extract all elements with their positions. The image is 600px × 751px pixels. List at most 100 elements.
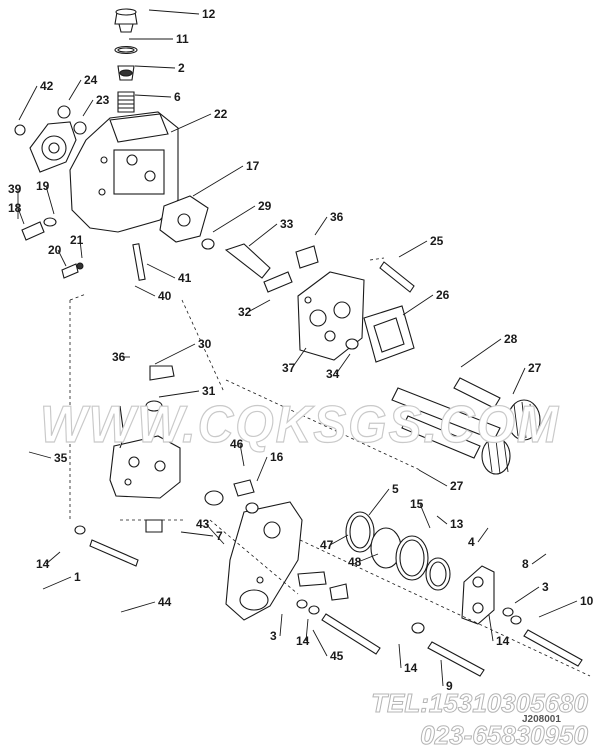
- callout-leader: [477, 527, 489, 543]
- callout-30: 30: [198, 337, 212, 351]
- callout-leader: [212, 205, 256, 233]
- alignment-lines: [69, 257, 591, 677]
- callout-48: 48: [348, 555, 362, 569]
- callout-25: 25: [430, 234, 444, 248]
- callout-36: 36: [112, 350, 126, 364]
- callout-leader: [146, 263, 176, 279]
- callout-12: 12: [202, 7, 216, 21]
- callout-leader: [368, 488, 390, 516]
- callout-37: 37: [282, 361, 296, 375]
- callout-leader: [68, 79, 82, 101]
- watermark-text: WWW.CQKSGS.COM: [40, 396, 560, 454]
- callout-leader: [512, 367, 526, 395]
- end-plate: [461, 565, 522, 625]
- callout-leader: [154, 343, 196, 365]
- callout-leader: [158, 390, 200, 398]
- callout-26: 26: [436, 288, 450, 302]
- callout-leader: [45, 551, 61, 565]
- callout-leader: [180, 531, 214, 537]
- callout-31: 31: [202, 384, 216, 398]
- callout-leader: [120, 601, 156, 613]
- footer-tel: TEL:15310305680: [371, 688, 588, 718]
- callout-28: 28: [504, 332, 518, 346]
- callout-leader: [17, 207, 25, 225]
- callout-leader: [57, 249, 67, 267]
- callout-22: 22: [214, 107, 228, 121]
- callout-9: 9: [446, 679, 453, 693]
- gears-and-shafts: [391, 387, 541, 475]
- pump-housing: [69, 111, 179, 233]
- callout-3: 3: [270, 629, 277, 643]
- corner-code: J208001: [522, 714, 561, 725]
- lower-housing: [109, 365, 181, 533]
- pins-and-gasket: [363, 261, 501, 409]
- callout-leader: [402, 294, 434, 316]
- callout-46: 46: [230, 437, 244, 451]
- callout-41: 41: [178, 271, 192, 285]
- callout-18: 18: [8, 201, 22, 215]
- callout-14: 14: [496, 634, 510, 648]
- callout-10: 10: [580, 594, 594, 608]
- callout-34: 34: [326, 367, 340, 381]
- callout-13: 13: [450, 517, 464, 531]
- callout-11: 11: [176, 32, 189, 46]
- callout-7: 7: [216, 529, 223, 543]
- callout-4: 4: [468, 535, 475, 549]
- callout-leader: [256, 456, 268, 482]
- callout-27: 27: [528, 361, 542, 375]
- callout-leader: [531, 553, 547, 565]
- filler-plug-stack: [114, 8, 138, 113]
- gear-cover-plate: [297, 271, 365, 361]
- callout-leader: [440, 659, 444, 687]
- callout-32: 32: [238, 305, 252, 319]
- callout-leader: [436, 515, 448, 525]
- seal-rings: [345, 511, 451, 591]
- callout-44: 44: [158, 595, 172, 609]
- callout-leader: [170, 113, 212, 133]
- callout-1: 1: [74, 570, 81, 584]
- callout-leader: [79, 239, 83, 259]
- part-drawings: [14, 8, 591, 677]
- callout-leader: [192, 165, 244, 197]
- callout-leader: [357, 553, 379, 563]
- callout-19: 19: [36, 179, 50, 193]
- leader-lines: [17, 9, 578, 687]
- callout-leader: [514, 586, 540, 604]
- callout-14: 14: [36, 557, 50, 571]
- callout-leader: [312, 629, 328, 657]
- callout-39: 39: [8, 182, 22, 196]
- bolts: [74, 525, 583, 677]
- callout-17: 17: [246, 159, 260, 173]
- callout-leader: [329, 534, 349, 546]
- callout-leader: [205, 523, 225, 545]
- footer-phone: 023-65830950: [420, 720, 588, 750]
- callout-leader: [398, 643, 402, 669]
- callout-27: 27: [450, 479, 464, 493]
- gasket-and-shafts: [132, 195, 319, 293]
- callout-leader: [248, 223, 278, 247]
- callout-leader: [148, 9, 200, 15]
- callout-leader: [305, 618, 309, 642]
- callout-23: 23: [96, 93, 110, 107]
- callout-leader: [335, 353, 351, 375]
- lower-pump-body: [204, 479, 303, 621]
- callout-3: 3: [542, 580, 549, 594]
- callout-2: 2: [178, 61, 185, 75]
- callout-leader: [18, 85, 38, 121]
- callout-43: 43: [196, 517, 210, 531]
- callout-leader: [239, 443, 245, 467]
- callout-40: 40: [158, 289, 172, 303]
- callout-6: 6: [174, 90, 181, 104]
- callout-33: 33: [280, 217, 294, 231]
- callout-14: 14: [296, 634, 310, 648]
- callout-14: 14: [404, 661, 418, 675]
- callout-leader: [488, 614, 494, 642]
- callout-8: 8: [522, 557, 529, 571]
- callout-20: 20: [48, 243, 62, 257]
- callout-29: 29: [258, 199, 272, 213]
- callout-leader: [418, 469, 448, 487]
- callout-47: 47: [320, 538, 334, 552]
- callout-leader: [28, 451, 52, 459]
- side-cover: [14, 105, 87, 279]
